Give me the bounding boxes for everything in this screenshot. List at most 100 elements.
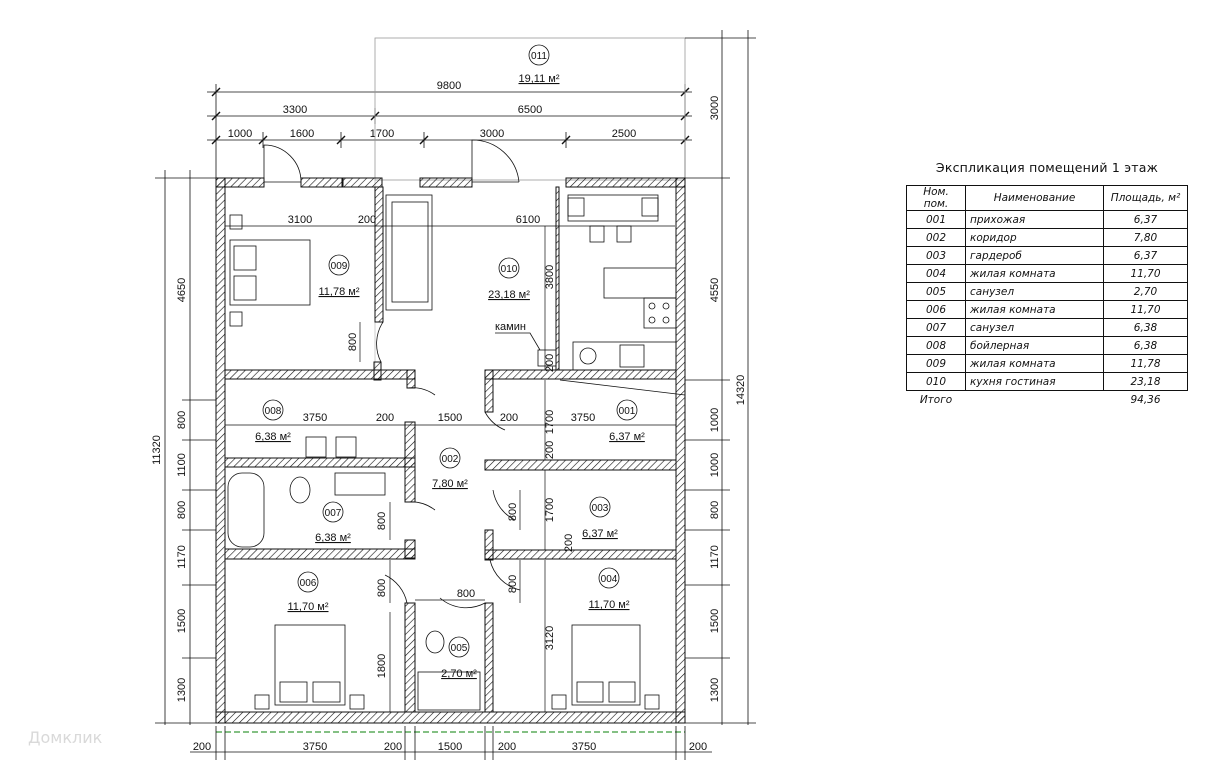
dim-right-outer: 14320: [735, 375, 747, 406]
dim-int-800-d: 800: [376, 579, 388, 597]
dim-right-8: 1300: [709, 678, 721, 702]
dim-int-3100: 3100: [288, 214, 312, 226]
doors: [263, 139, 686, 609]
room-name: санузел: [965, 282, 1104, 301]
room-010-num: 010: [501, 264, 518, 275]
dim-top-row3-4: 3000: [480, 128, 504, 140]
dim-left-2: 800: [176, 411, 188, 429]
room-007-num: 007: [325, 508, 342, 519]
room-num: 003: [906, 246, 966, 265]
bottom-dimensions: [190, 726, 712, 760]
room-009-area: 11,78 м²: [319, 286, 360, 298]
dim-right-3: 1000: [709, 408, 721, 432]
dim-int-3800: 3800: [544, 265, 556, 289]
total-label: Итого: [919, 393, 953, 406]
dim-int-1700-b: 1700: [544, 498, 556, 522]
dim-right-1: 3000: [709, 96, 721, 120]
room-005-num: 005: [451, 643, 468, 654]
room-area: 6,37: [1103, 210, 1188, 229]
dim-left-4: 800: [176, 501, 188, 519]
room-006-num: 006: [300, 578, 317, 589]
room-name: кухня гостиная: [965, 372, 1104, 391]
room-008-num: 008: [265, 406, 282, 417]
room-num: 004: [906, 264, 966, 283]
room-003-area: 6,37 м²: [582, 528, 618, 540]
dim-top-row2-1: 3300: [283, 104, 307, 116]
room-010-area: 23,18 м²: [488, 289, 530, 301]
terrace: [374, 37, 686, 370]
room-num: 006: [906, 300, 966, 319]
room-001-num: 001: [619, 406, 636, 417]
dim-bottom-3: 200: [384, 741, 402, 753]
dim-left-6: 1500: [176, 609, 188, 633]
dim-int-1500: 1500: [438, 412, 462, 424]
dim-right-7: 1500: [709, 609, 721, 633]
dim-int-3750-a: 3750: [303, 412, 327, 424]
dim-int-200-d: 200: [544, 441, 556, 459]
dim-top-row3-2: 1600: [290, 128, 314, 140]
dim-bottom-2: 3750: [303, 741, 327, 753]
room-area: 11,78: [1103, 354, 1188, 373]
dim-bottom-1: 200: [193, 741, 211, 753]
room-002-area: 7,80 м²: [432, 478, 468, 490]
explication-title: Экспликация помещений 1 этаж: [935, 160, 1159, 175]
dim-right-4: 1000: [709, 453, 721, 477]
dim-int-200-b: 200: [376, 412, 394, 424]
dim-int-1700-a: 1700: [544, 410, 556, 434]
dim-int-1800: 1800: [376, 654, 388, 678]
col-header-area: Площадь, м²: [1103, 185, 1188, 211]
room-num: 009: [906, 354, 966, 373]
room-005-area: 2,70 м²: [441, 668, 477, 680]
furniture: [227, 194, 677, 711]
table-header-row: Ном. пом. Наименование Площадь, м²: [906, 185, 1188, 211]
room-006-area: 11,70 м²: [288, 601, 329, 613]
room-004-area: 11,70 м²: [589, 599, 630, 611]
room-name: жилая комната: [965, 354, 1104, 373]
room-004-num: 004: [601, 574, 618, 585]
exterior-walls: [215, 177, 686, 724]
dim-int-200-c: 200: [500, 412, 518, 424]
dim-right-5: 800: [709, 501, 721, 519]
total-value: 94,36: [1130, 393, 1161, 406]
room-name: санузел: [965, 318, 1104, 337]
room-009-num: 009: [331, 261, 348, 272]
dim-left-1: 4650: [176, 278, 188, 302]
room-area: 11,70: [1103, 264, 1188, 283]
room-name: прихожая: [965, 210, 1104, 229]
room-area: 11,70: [1103, 300, 1188, 319]
dim-left-outer: 11320: [151, 435, 163, 465]
room-name: бойлерная: [965, 336, 1104, 355]
dim-bottom-4: 1500: [438, 741, 462, 753]
dim-bottom-7: 200: [689, 741, 707, 753]
room-area: 7,80: [1103, 228, 1188, 247]
room-name: жилая комната: [965, 300, 1104, 319]
dim-int-3120: 3120: [544, 626, 556, 650]
room-area: 6,37: [1103, 246, 1188, 265]
room-008-area: 6,38 м²: [255, 431, 291, 443]
dim-top-row3-1: 1000: [228, 128, 252, 140]
dim-int-800-a: 800: [347, 333, 359, 351]
dim-int-200-f: 200: [544, 354, 556, 372]
interior-walls: [224, 186, 677, 713]
room-num: 008: [906, 336, 966, 355]
dim-right-2: 4550: [709, 278, 721, 302]
dim-int-200-e: 200: [563, 534, 575, 552]
room-labels: [262, 44, 638, 658]
table-total-row: Итого 94,36: [907, 391, 1188, 409]
dim-top-row3-3: 1700: [370, 128, 394, 140]
dim-int-800-b: 800: [376, 512, 388, 530]
room-area: 2,70: [1103, 282, 1188, 301]
dim-right-6: 1170: [709, 545, 721, 569]
watermark-logo: Домклик: [28, 728, 103, 747]
room-011-area: 19,11 м²: [519, 73, 560, 85]
room-002-num: 002: [442, 454, 459, 465]
dim-top-row3-5: 2500: [612, 128, 636, 140]
dim-top-row2-2: 6500: [518, 104, 542, 116]
